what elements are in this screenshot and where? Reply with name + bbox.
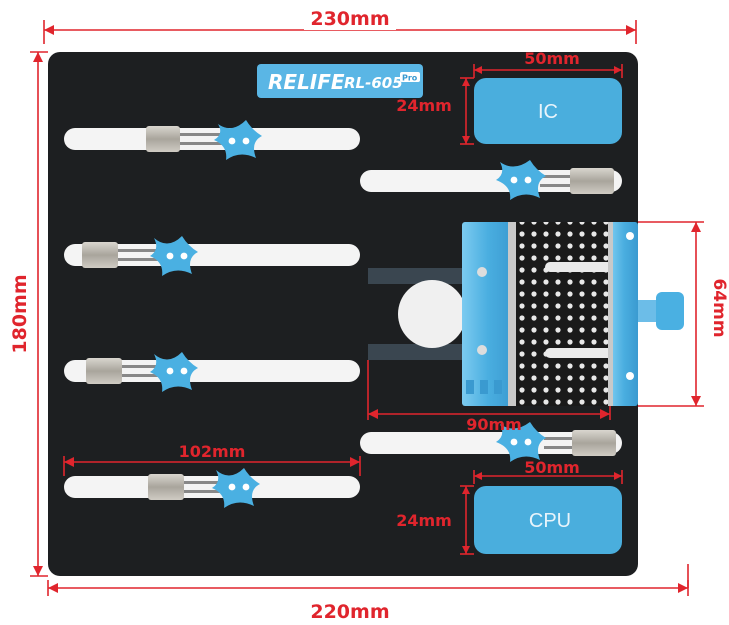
cpu-pad: CPU [474, 486, 622, 554]
pcb-clamp [368, 222, 684, 406]
dim-cpu-pad-height: 24mm [396, 511, 452, 530]
model-edition: Pro [402, 74, 418, 83]
rail-5 [360, 160, 622, 200]
dim-cpu-pad-width: 50mm [524, 458, 580, 477]
dim-clamp-width: 90mm [466, 415, 522, 434]
clamp-jaw-left[interactable] [462, 222, 514, 406]
slider-knob-1[interactable] [214, 120, 262, 160]
dim-ic-pad-height: 24mm [396, 96, 452, 115]
dim-ic-pad-width: 50mm [524, 49, 580, 68]
ic-pad-label: IC [538, 101, 558, 123]
rail-4 [64, 468, 360, 508]
dim-rail-length: 102mm [179, 442, 246, 461]
slider-knob-3[interactable] [150, 352, 198, 392]
clamp-jaw-right[interactable] [610, 222, 638, 406]
dim-bottom-width: 220mm [310, 601, 389, 623]
rail-1 [64, 120, 360, 160]
rail-6 [360, 422, 622, 462]
brand-logo: RELIFE RL-605 Pro [257, 64, 423, 98]
model-name: RL-605 [344, 74, 403, 92]
brand-name: RELIFE [268, 70, 345, 94]
ic-pad: IC [474, 78, 622, 144]
rail-3 [64, 352, 360, 392]
slider-knob-2[interactable] [150, 236, 198, 276]
dim-height: 180mm [9, 274, 31, 353]
cpu-pad-label: CPU [529, 510, 571, 532]
slider-knob-5[interactable] [496, 160, 546, 200]
dimension-arrowheads [33, 25, 701, 593]
slider-knob-6[interactable] [496, 422, 546, 462]
slider-knob-4[interactable] [212, 468, 260, 508]
dimension-lines [30, 20, 704, 596]
dim-clamp-height: 64mm [709, 278, 729, 337]
rail-2 [64, 236, 360, 276]
tension-knob[interactable] [656, 292, 684, 330]
dim-top-width: 230mm [310, 8, 389, 30]
